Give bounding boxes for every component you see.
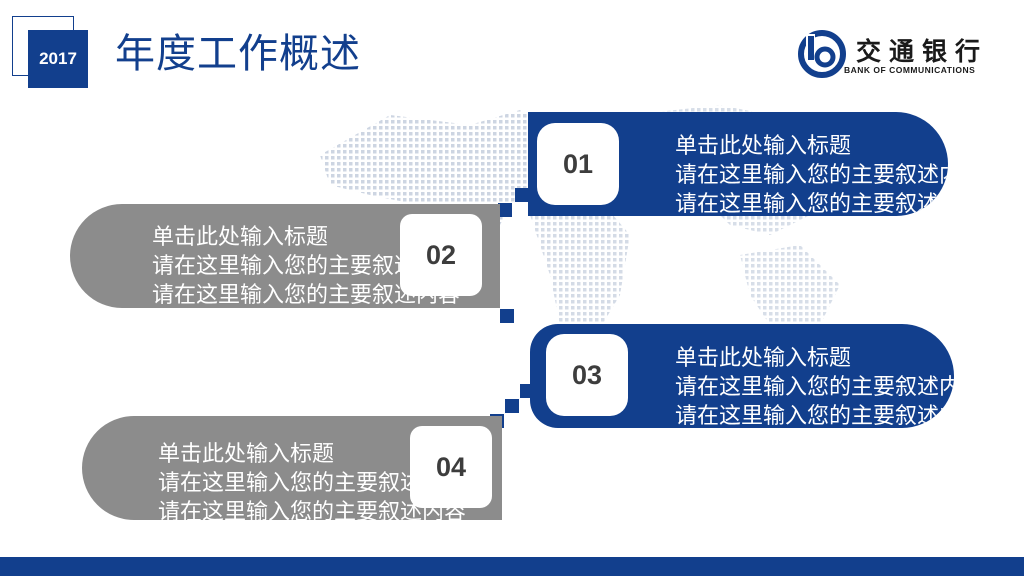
item-number-badge: 02 xyxy=(400,214,482,296)
item-card-02[interactable]: 单击此处输入标题 请在这里输入您的主要叙述内容 请在这里输入您的主要叙述内容 0… xyxy=(70,204,500,308)
connector-square xyxy=(500,309,514,323)
item-card-04[interactable]: 单击此处输入标题 请在这里输入您的主要叙述内容 请在这里输入您的主要叙述内容 0… xyxy=(82,416,502,520)
item-card-03[interactable]: 单击此处输入标题 请在这里输入您的主要叙述内容 请在这里输入您的主要叙述内容 0… xyxy=(530,324,954,428)
logo-name-en: BANK OF COMMUNICATIONS xyxy=(844,65,976,75)
page-title: 年度工作概述 xyxy=(115,31,361,77)
item-card-01[interactable]: 单击此处输入标题 请在这里输入您的主要叙述内容 请在这里输入您的主要叙述内容 0… xyxy=(528,112,948,216)
item-title: 单击此处输入标题 xyxy=(675,346,852,371)
item-title: 单击此处输入标题 xyxy=(158,442,335,467)
year-label: 2017 xyxy=(39,49,77,68)
item-number-badge: 01 xyxy=(537,123,619,205)
item-line-1: 请在这里输入您的主要叙述内容 xyxy=(675,375,954,400)
connector-square xyxy=(498,203,512,217)
item-line-2: 请在这里输入您的主要叙述内容 xyxy=(158,500,467,520)
logo-name-cn: 交通银行 xyxy=(856,37,989,66)
connector-square xyxy=(515,188,529,202)
item-line-2: 请在这里输入您的主要叙述内容 xyxy=(675,404,954,428)
connector-square xyxy=(505,399,519,413)
item-number-badge: 04 xyxy=(410,426,492,508)
item-line-1: 请在这里输入您的主要叙述内容 xyxy=(675,163,948,188)
item-title: 单击此处输入标题 xyxy=(675,134,852,159)
item-line-2: 请在这里输入您的主要叙述内容 xyxy=(675,192,948,216)
item-number-badge: 03 xyxy=(546,334,628,416)
footer-bar xyxy=(0,557,1024,576)
year-box xyxy=(28,30,88,88)
item-title: 单击此处输入标题 xyxy=(152,225,329,250)
bank-logo-icon xyxy=(798,30,846,78)
